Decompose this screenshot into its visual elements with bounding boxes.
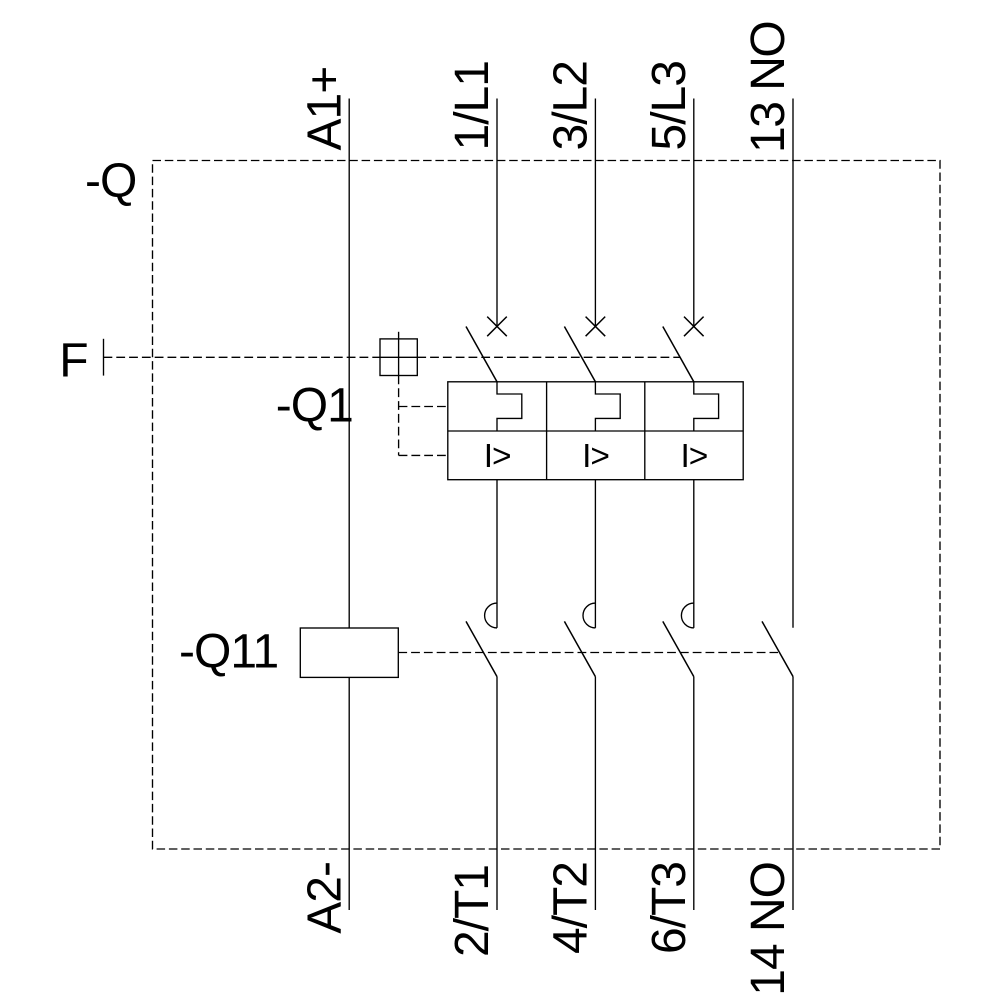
svg-text:I>: I> xyxy=(680,438,707,475)
svg-text:1/L1: 1/L1 xyxy=(446,61,499,150)
svg-text:A1+: A1+ xyxy=(298,67,351,151)
svg-text:I>: I> xyxy=(484,438,511,475)
svg-text:2/T1: 2/T1 xyxy=(446,865,499,957)
svg-text:-Q: -Q xyxy=(85,155,136,208)
svg-text:6/T3: 6/T3 xyxy=(643,862,696,954)
svg-text:I>: I> xyxy=(582,438,609,475)
svg-text:5/L3: 5/L3 xyxy=(643,61,696,150)
svg-text:3/L2: 3/L2 xyxy=(545,61,598,150)
svg-text:-Q11: -Q11 xyxy=(179,626,278,679)
svg-text:A2-: A2- xyxy=(298,862,351,934)
svg-text:F: F xyxy=(59,335,87,388)
svg-text:4/T2: 4/T2 xyxy=(545,862,598,954)
svg-text:-Q1: -Q1 xyxy=(276,379,353,432)
svg-text:13 NO: 13 NO xyxy=(742,22,795,153)
svg-text:14 NO: 14 NO xyxy=(742,862,795,996)
